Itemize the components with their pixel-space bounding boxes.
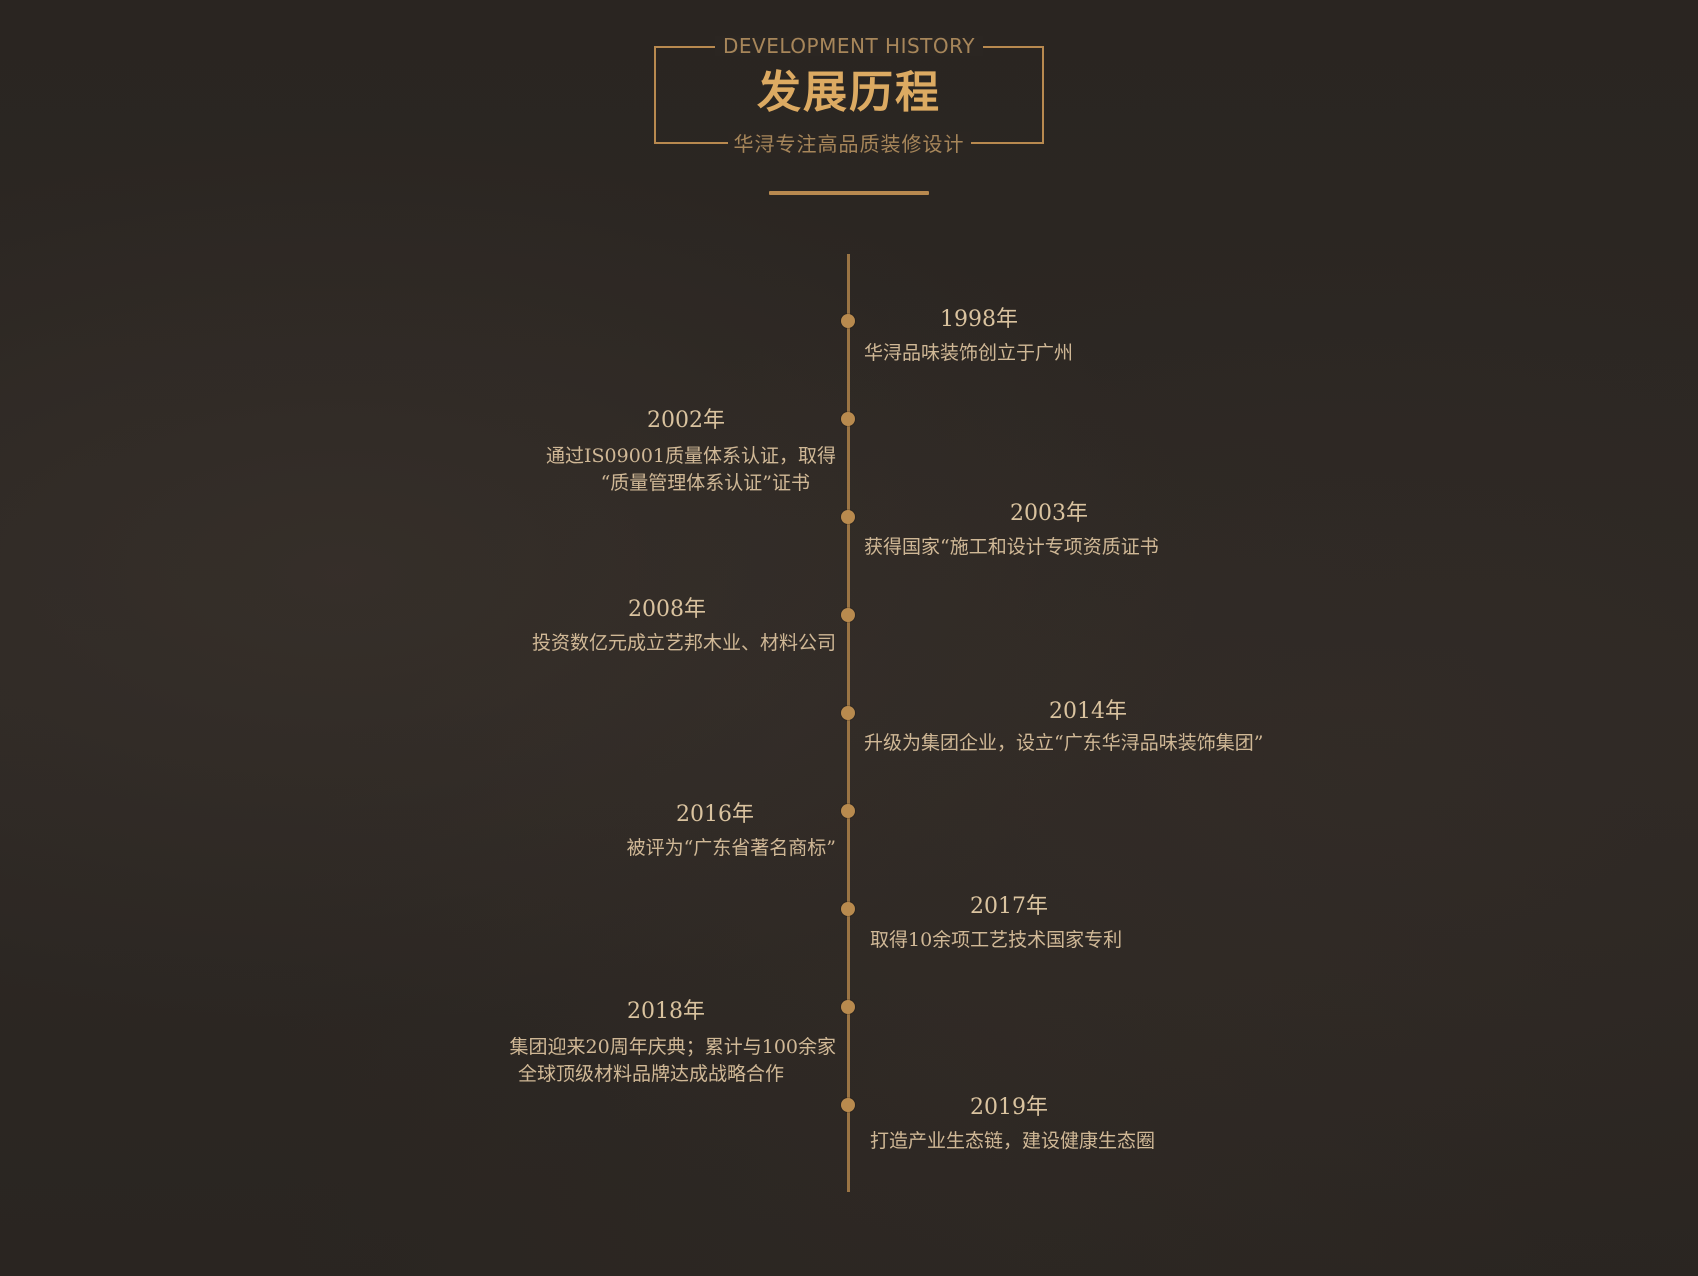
english-title: DEVELOPMENT HISTORY [654, 36, 1044, 58]
timeline-dot [841, 902, 855, 916]
entry-year: 2002年 [647, 408, 725, 433]
entry-year: 2016年 [676, 802, 754, 827]
timeline-dot [841, 314, 855, 328]
entry-description: 打造产业生态链，建设健康生态圈 [870, 1130, 1156, 1152]
timeline-entry-2014: 2014年 升级为集团企业，设立“广东华浔品味装饰集团” [864, 698, 1263, 757]
timeline-dot [841, 510, 855, 524]
entry-year: 1998年 [940, 307, 1018, 332]
entry-year: 2019年 [970, 1095, 1048, 1120]
entry-description: 被评为“广东省著名商标” [626, 837, 836, 859]
entry-year: 2003年 [1010, 501, 1088, 526]
timeline-dot [841, 1000, 855, 1014]
timeline-dot [841, 706, 855, 720]
page-title: 发展历程 [757, 67, 941, 118]
entry-description: 投资数亿元成立艺邦木业、材料公司 [531, 632, 836, 654]
entry-year: 2014年 [1049, 699, 1127, 724]
timeline-entry-2016: 2016年 被评为“广东省著名商标” [627, 801, 836, 862]
timeline-entry-2003: 2003年 获得国家“施工和设计专项资质证书 [864, 500, 1159, 561]
title-underline [769, 191, 929, 195]
timeline-dot [841, 608, 855, 622]
timeline-entry-2019: 2019年 打造产业生态链，建设健康生态圈 [864, 1094, 1155, 1155]
timeline-line [847, 254, 850, 1192]
entry-description: 取得10余项工艺技术国家专利 [870, 929, 1123, 951]
entry-description: “质量管理体系认证”证书 [600, 472, 810, 494]
timeline-entry-2008: 2008年 投资数亿元成立艺邦木业、材料公司 [532, 596, 836, 657]
entry-description: 全球顶级材料品牌达成战略合作 [517, 1063, 784, 1085]
timeline-entry-2002: 2002年 通过IS09001质量体系认证，取得 “质量管理体系认证”证书 [546, 407, 836, 497]
timeline-dot [841, 412, 855, 426]
page-subtitle: 华浔专注高品质装修设计 [654, 132, 1044, 158]
timeline-entry-1998: 1998年 华浔品味装饰创立于广州 [864, 306, 1073, 367]
timeline-entry-2017: 2017年 取得10余项工艺技术国家专利 [864, 893, 1122, 954]
entry-description: 华浔品味装饰创立于广州 [864, 342, 1074, 364]
entry-year: 2018年 [627, 999, 705, 1024]
section-header: DEVELOPMENT HISTORY 发展历程 华浔专注高品质装修设计 [654, 36, 1044, 156]
entry-description: 集团迎来20周年庆典；累计与100余家 [509, 1036, 836, 1058]
entry-description: 获得国家“施工和设计专项资质证书 [864, 536, 1159, 558]
timeline-dot [841, 804, 855, 818]
timeline-dot [841, 1098, 855, 1112]
entry-description: 通过IS09001质量体系认证，取得 [546, 445, 836, 467]
entry-year: 2008年 [628, 597, 706, 622]
entry-description: 升级为集团企业，设立“广东华浔品味装饰集团” [864, 732, 1264, 754]
entry-year: 2017年 [970, 894, 1048, 919]
timeline-entry-2018: 2018年 集团迎来20周年庆典；累计与100余家 全球顶级材料品牌达成战略合作 [510, 998, 836, 1088]
